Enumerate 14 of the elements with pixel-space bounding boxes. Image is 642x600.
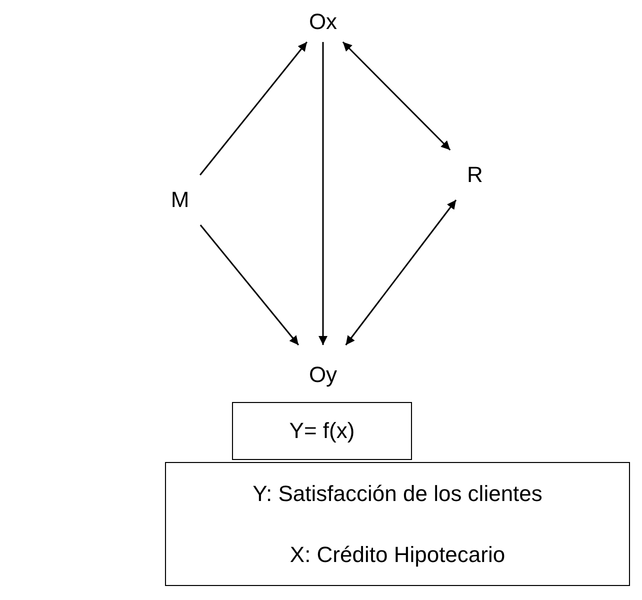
node-label: Ox: [308, 8, 338, 36]
definition-text: Y= f(x): [289, 417, 355, 445]
node-label: M: [170, 186, 190, 214]
arrow: [345, 200, 457, 346]
formula-box: [165, 462, 630, 586]
arrow: [342, 41, 451, 151]
node-label: R: [467, 161, 483, 189]
arrow: [200, 42, 308, 176]
formula-box: [232, 402, 412, 460]
definition-text: Y: Satisfacción de los clientes: [252, 480, 542, 508]
arrow: [318, 42, 328, 345]
node-label: Oy: [308, 361, 338, 389]
arrow: [200, 224, 300, 346]
definition-text: X: Crédito Hipotecario: [290, 540, 506, 568]
